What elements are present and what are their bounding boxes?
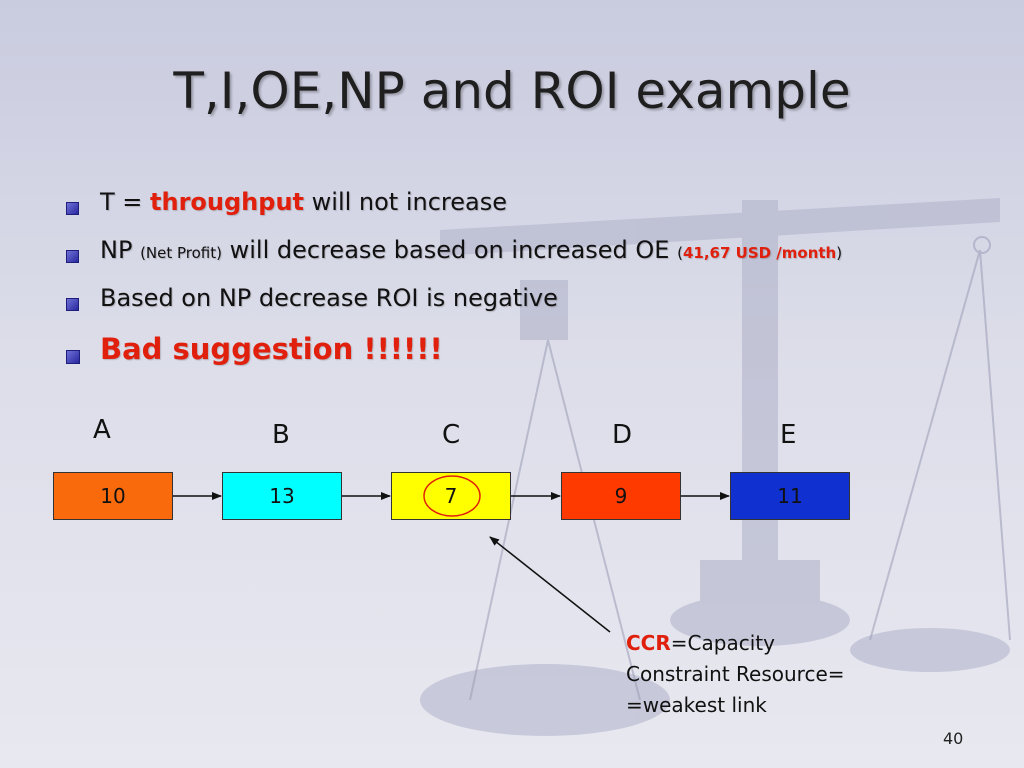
bullet-roi: Based on NP decrease ROI is negative <box>62 284 842 332</box>
station-letter-b: B <box>272 420 290 450</box>
bullet-square-icon <box>66 298 79 311</box>
throughput-highlight: throughput <box>150 188 305 216</box>
ccr-line-3: =weakest link <box>626 693 767 717</box>
bullet-text: will decrease based on increased OE <box>222 236 678 264</box>
station-value: 13 <box>269 484 295 508</box>
bullet-bad-suggestion: Bad suggestion !!!!!! <box>62 332 842 382</box>
station-box-d: 9 <box>561 472 681 520</box>
station-letter-d: D <box>612 420 633 450</box>
page-number: 40 <box>943 729 964 748</box>
bullet-text: Bad suggestion !!!!!! <box>100 332 443 366</box>
slide-title: T,I,OE,NP and ROI example <box>173 62 851 120</box>
bullet-net-profit: NP (Net Profit) will decrease based on i… <box>62 236 842 284</box>
station-box-b: 13 <box>222 472 342 520</box>
station-value: 7 <box>444 484 458 508</box>
station-letter-e: E <box>780 420 797 450</box>
station-value: 10 <box>100 484 126 508</box>
bullet-square-icon <box>66 202 79 215</box>
ccr-line-2: Constraint Resource= <box>626 662 845 686</box>
bullet-text: will not increase <box>304 188 507 216</box>
station-box-a: 10 <box>53 472 173 520</box>
bullet-throughput: T = throughput will not increase <box>62 188 842 236</box>
paren-open: ( <box>677 244 683 262</box>
station-value: 9 <box>614 484 628 508</box>
station-value: 11 <box>777 484 803 508</box>
bullet-square-icon <box>66 350 80 364</box>
station-letter-c: C <box>442 420 461 450</box>
net-profit-note: (Net Profit) <box>140 244 222 262</box>
ccr-note: CCR=Capacity Constraint Resource= =weake… <box>626 628 845 721</box>
bullet-text: T = <box>100 188 151 216</box>
bullet-text: Based on NP decrease ROI is negative <box>100 284 558 312</box>
bullet-text: NP <box>100 236 141 264</box>
ccr-line-1: CCR=Capacity <box>626 628 845 659</box>
station-letter-a: A <box>93 415 111 445</box>
oe-amount: 41,67 USD /month <box>682 244 837 262</box>
paren-close: ) <box>836 244 843 262</box>
bullet-square-icon <box>66 250 79 263</box>
station-box-c: 7 <box>391 472 511 520</box>
station-box-e: 11 <box>730 472 850 520</box>
bullet-list: T = throughput will not increase NP (Net… <box>62 188 842 382</box>
ccr-label: CCR <box>626 631 671 655</box>
ccr-text: =Capacity <box>670 631 775 655</box>
